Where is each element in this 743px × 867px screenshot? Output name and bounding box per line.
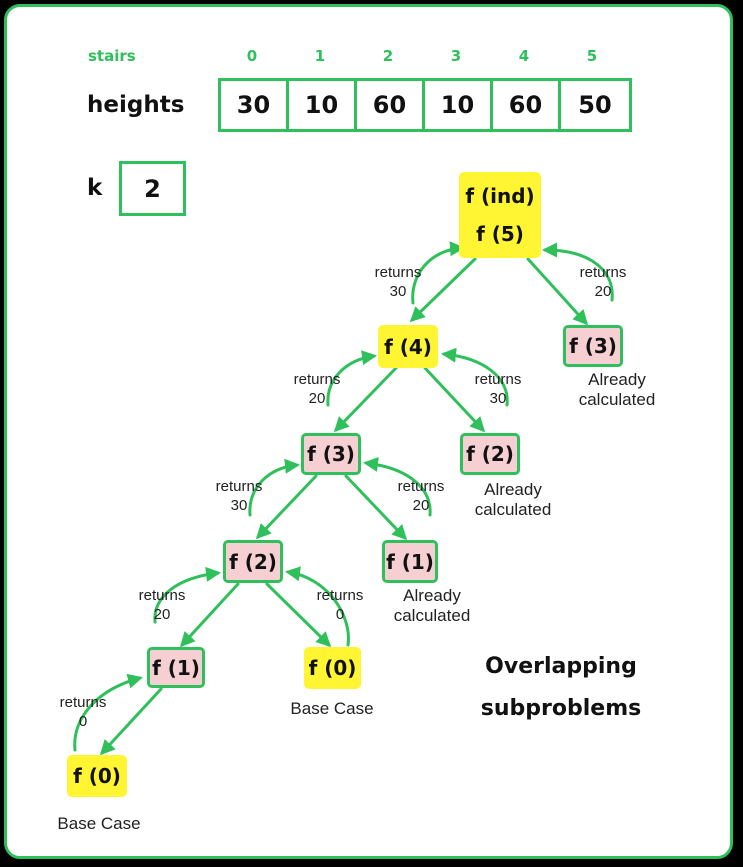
title-line: Overlapping xyxy=(485,654,637,679)
node-f0-base: f (0) xyxy=(304,647,361,689)
edge-f3-f2 xyxy=(255,474,318,540)
note-base-case: Base Case xyxy=(57,814,141,833)
returns-word: returns xyxy=(579,264,627,281)
return-label-f3-left: returns 30 xyxy=(208,477,270,515)
returns-word: returns xyxy=(374,264,422,281)
return-value: 20 xyxy=(594,283,612,300)
node-f2: f (2) xyxy=(223,540,283,583)
height-cell: 60 xyxy=(493,81,561,129)
node-root-line1: f (ind) xyxy=(465,184,535,208)
edge-f3-f1 xyxy=(344,474,408,541)
returns-word: returns xyxy=(59,694,107,711)
note-line: Already xyxy=(484,480,542,499)
title-line: subproblems xyxy=(480,696,642,721)
edge-f4-f2 xyxy=(423,366,486,433)
return-arrow xyxy=(441,347,509,407)
k-label: k xyxy=(87,175,103,201)
node-root-line2: f (5) xyxy=(476,222,524,246)
return-label-f3-right: returns 20 xyxy=(390,477,452,515)
diagram-title: Overlapping subproblems xyxy=(461,646,661,730)
returns-word: returns xyxy=(474,371,522,388)
return-arrow xyxy=(73,673,143,752)
node-f2-already: f (2) xyxy=(460,433,520,475)
return-label-f4-left: returns 20 xyxy=(286,370,348,408)
heights-array: 30 10 60 10 60 50 xyxy=(218,78,632,132)
note-line: calculated xyxy=(474,500,552,519)
return-value: 20 xyxy=(153,606,171,623)
diagram-card xyxy=(4,4,733,859)
note-line: Already xyxy=(403,586,461,605)
edge-f1-f0 xyxy=(99,687,163,756)
stair-index: 1 xyxy=(314,47,326,65)
stair-index: 5 xyxy=(586,47,598,65)
note-already-calculated: Already calculated xyxy=(462,480,564,520)
edge-f2-f1 xyxy=(179,582,240,648)
stair-index: 3 xyxy=(450,47,462,65)
node-f3-already: f (3) xyxy=(563,325,623,367)
note-base-case: Base Case xyxy=(290,699,374,718)
return-value: 30 xyxy=(489,390,507,407)
k-value-box: 2 xyxy=(119,161,186,216)
stairs-label: stairs xyxy=(88,47,136,65)
returns-word: returns xyxy=(138,587,186,604)
node-f1: f (1) xyxy=(147,647,205,688)
height-cell: 30 xyxy=(221,81,289,129)
returns-word: returns xyxy=(397,478,445,495)
return-label-f4-right: returns 30 xyxy=(467,370,529,408)
return-label-f2-right: returns 0 xyxy=(309,586,371,624)
return-value: 0 xyxy=(78,713,88,730)
return-value: 30 xyxy=(389,283,407,300)
node-f0-bottom: f (0) xyxy=(67,755,127,797)
note-line: Already xyxy=(588,370,646,389)
note-already-calculated: Already calculated xyxy=(566,370,668,410)
return-value: 30 xyxy=(230,497,248,514)
return-label-f1-left: returns 0 xyxy=(52,693,114,731)
heights-label: heights xyxy=(87,92,185,118)
returns-word: returns xyxy=(316,587,364,604)
return-value: 20 xyxy=(412,497,430,514)
edge-root-f4 xyxy=(409,257,477,323)
height-cell: 10 xyxy=(289,81,357,129)
stair-index: 2 xyxy=(382,47,394,65)
return-label-root-right: returns 20 xyxy=(572,263,634,301)
node-f1-already: f (1) xyxy=(382,540,438,583)
returns-word: returns xyxy=(293,371,341,388)
return-arrow xyxy=(363,456,432,517)
node-f4: f (4) xyxy=(378,325,438,368)
return-label-f2-left: returns 20 xyxy=(131,586,193,624)
return-arrow xyxy=(542,242,614,302)
height-cell: 10 xyxy=(425,81,493,129)
return-value: 20 xyxy=(308,390,326,407)
stair-index: 0 xyxy=(246,47,258,65)
edge-f2-f0 xyxy=(265,582,332,648)
edge-f4-f3 xyxy=(333,366,398,433)
return-arrow xyxy=(153,566,221,624)
edge-root-f3 xyxy=(526,257,589,326)
return-arrow xyxy=(326,350,377,407)
return-value: 0 xyxy=(335,606,345,623)
node-f3: f (3) xyxy=(301,433,361,475)
node-root: f (ind) f (5) xyxy=(459,172,541,258)
height-cell: 60 xyxy=(357,81,425,129)
returns-word: returns xyxy=(215,478,263,495)
return-arrow xyxy=(285,566,350,647)
note-line: calculated xyxy=(393,606,471,625)
note-line: calculated xyxy=(578,390,656,409)
stair-index: 4 xyxy=(518,47,530,65)
note-already-calculated: Already calculated xyxy=(381,586,483,626)
return-label-root-left: returns 30 xyxy=(367,263,429,301)
height-cell: 50 xyxy=(578,91,612,119)
return-arrow xyxy=(411,241,465,305)
return-arrow xyxy=(248,458,300,517)
